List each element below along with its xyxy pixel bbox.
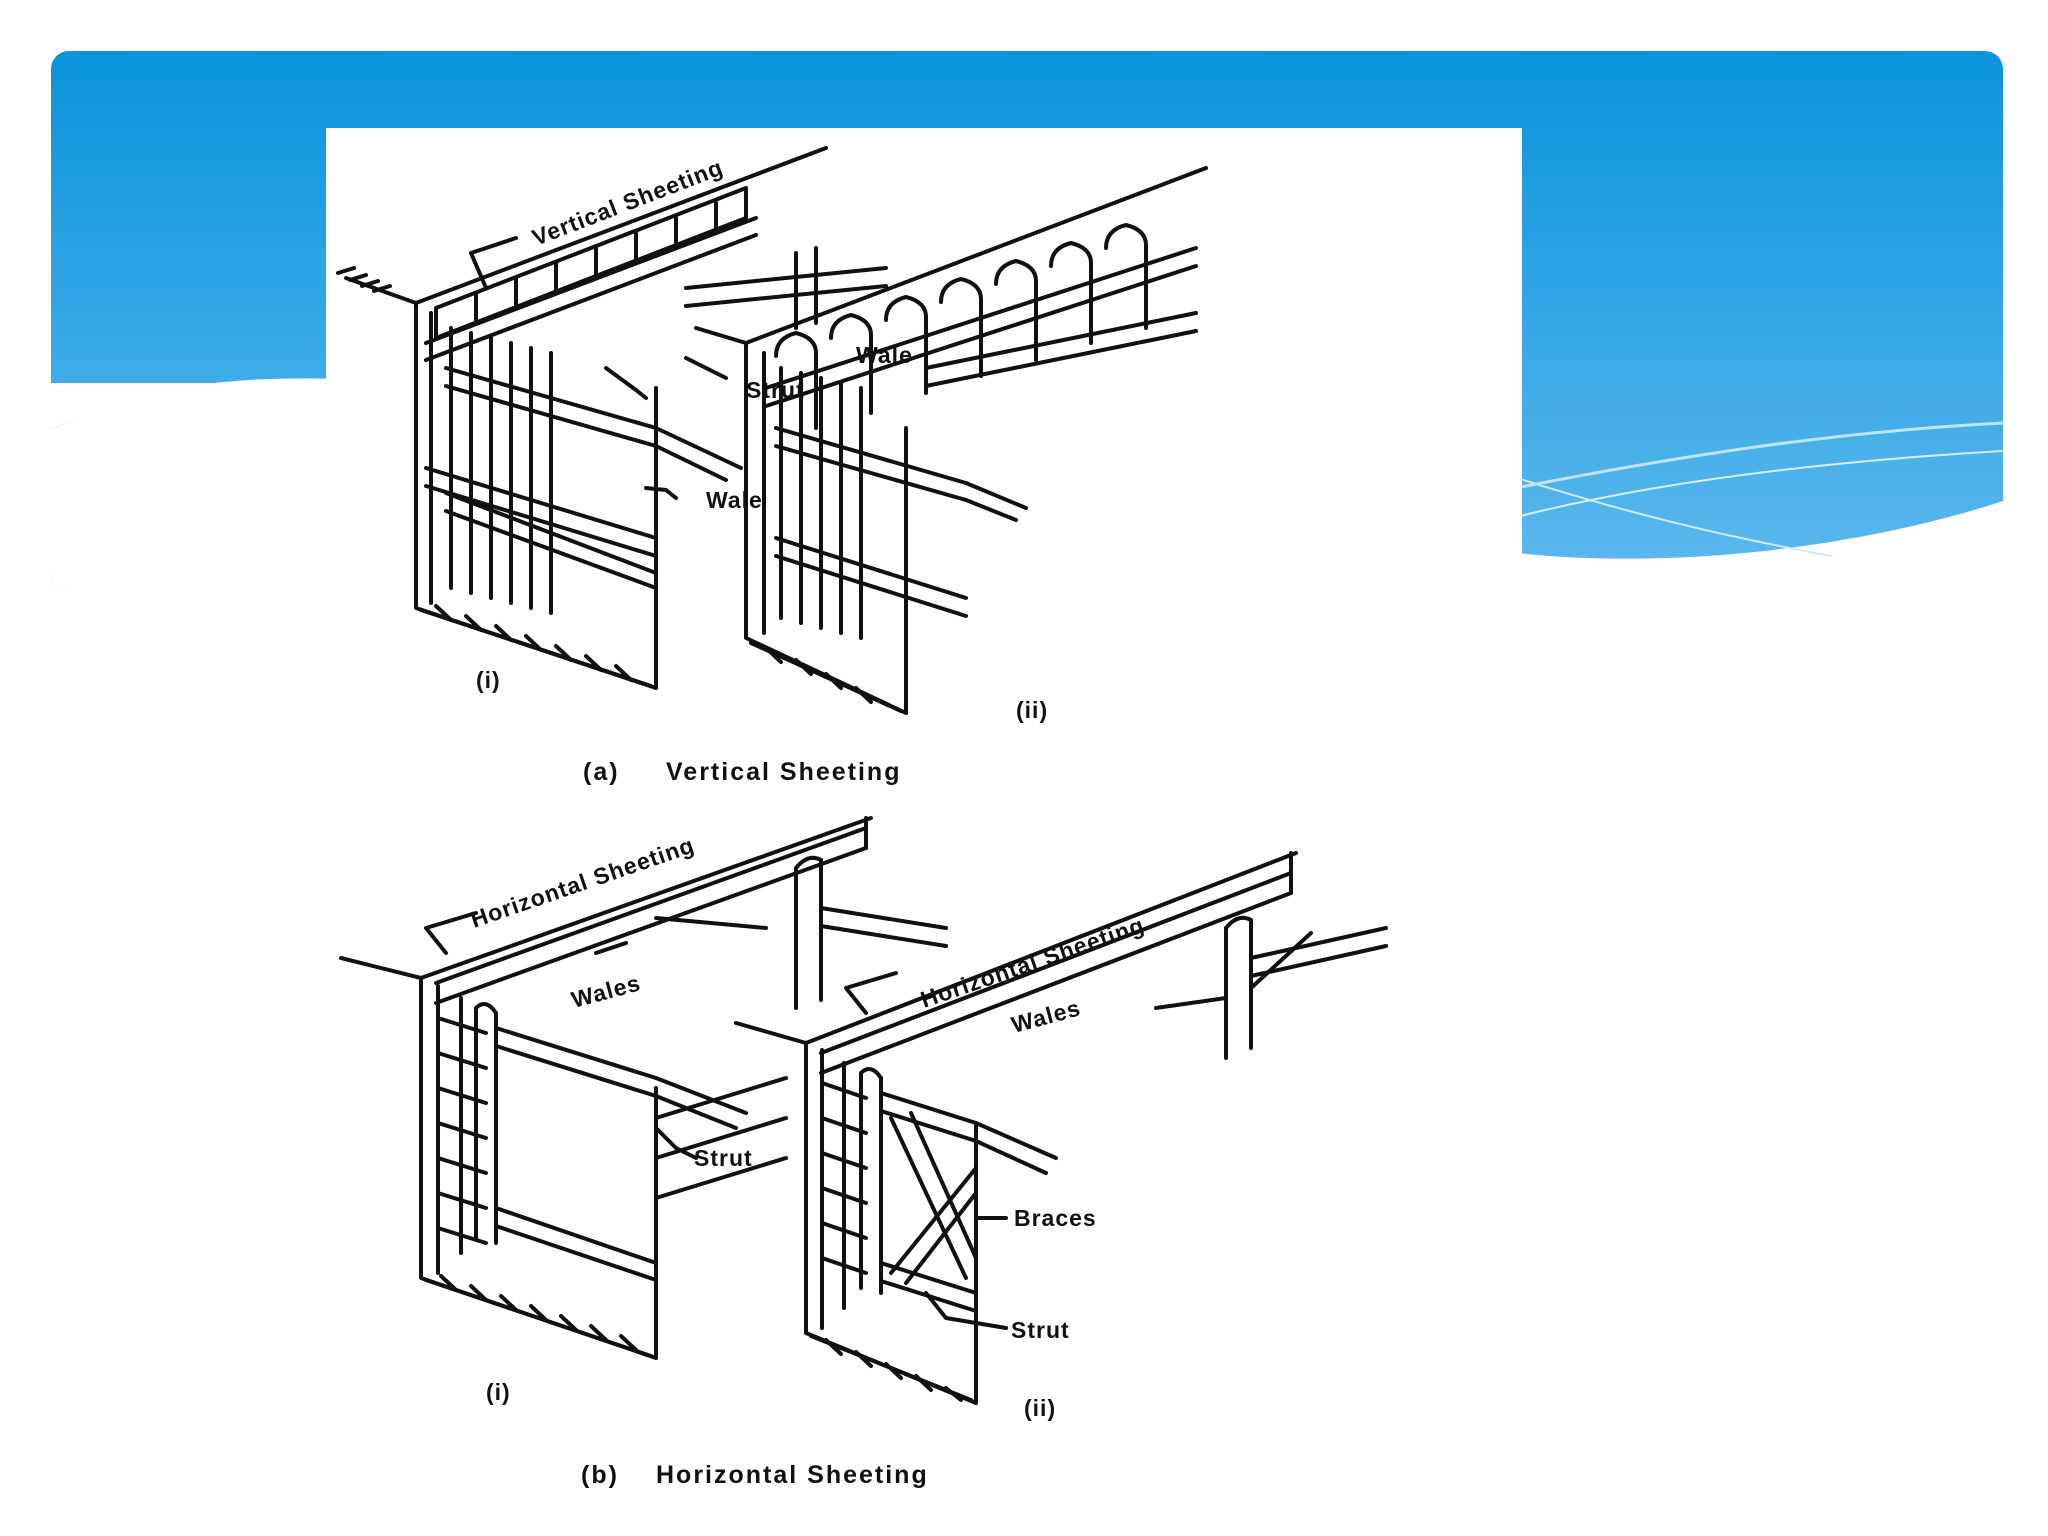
label-b-ii: (ii) [1024, 1395, 1056, 1421]
trench-sheeting-diagram: Vertical Sheeting Wale Strut Wale (i) (i… [336, 146, 1388, 1489]
label-strut-a: Strut [746, 377, 805, 403]
caption-a: Vertical Sheeting [666, 758, 901, 786]
label-wales-b-i: Wales [569, 969, 644, 1012]
label-b-i: (i) [486, 1379, 511, 1405]
label-braces: Braces [1014, 1205, 1097, 1231]
label-wales-b-ii: Wales [1009, 994, 1084, 1037]
label-strut-b-i: Strut [694, 1145, 753, 1171]
label-wale-top: Wale [856, 342, 913, 368]
label-a-i: (i) [476, 667, 501, 693]
figure-b-ii [734, 851, 1388, 1405]
caption-a-prefix: (a) [583, 758, 620, 786]
label-wale-mid: Wale [706, 487, 763, 513]
label-a-ii: (ii) [1016, 697, 1048, 723]
figure-a-i [336, 146, 888, 690]
figure-b-i [339, 816, 948, 1360]
figure-a-ii [694, 166, 1208, 715]
caption-b: Horizontal Sheeting [656, 1461, 929, 1489]
label-strut-b-ii: Strut [1011, 1317, 1070, 1343]
figure-panel: Vertical Sheeting Wale Strut Wale (i) (i… [326, 128, 1522, 1508]
caption-b-prefix: (b) [581, 1461, 619, 1489]
